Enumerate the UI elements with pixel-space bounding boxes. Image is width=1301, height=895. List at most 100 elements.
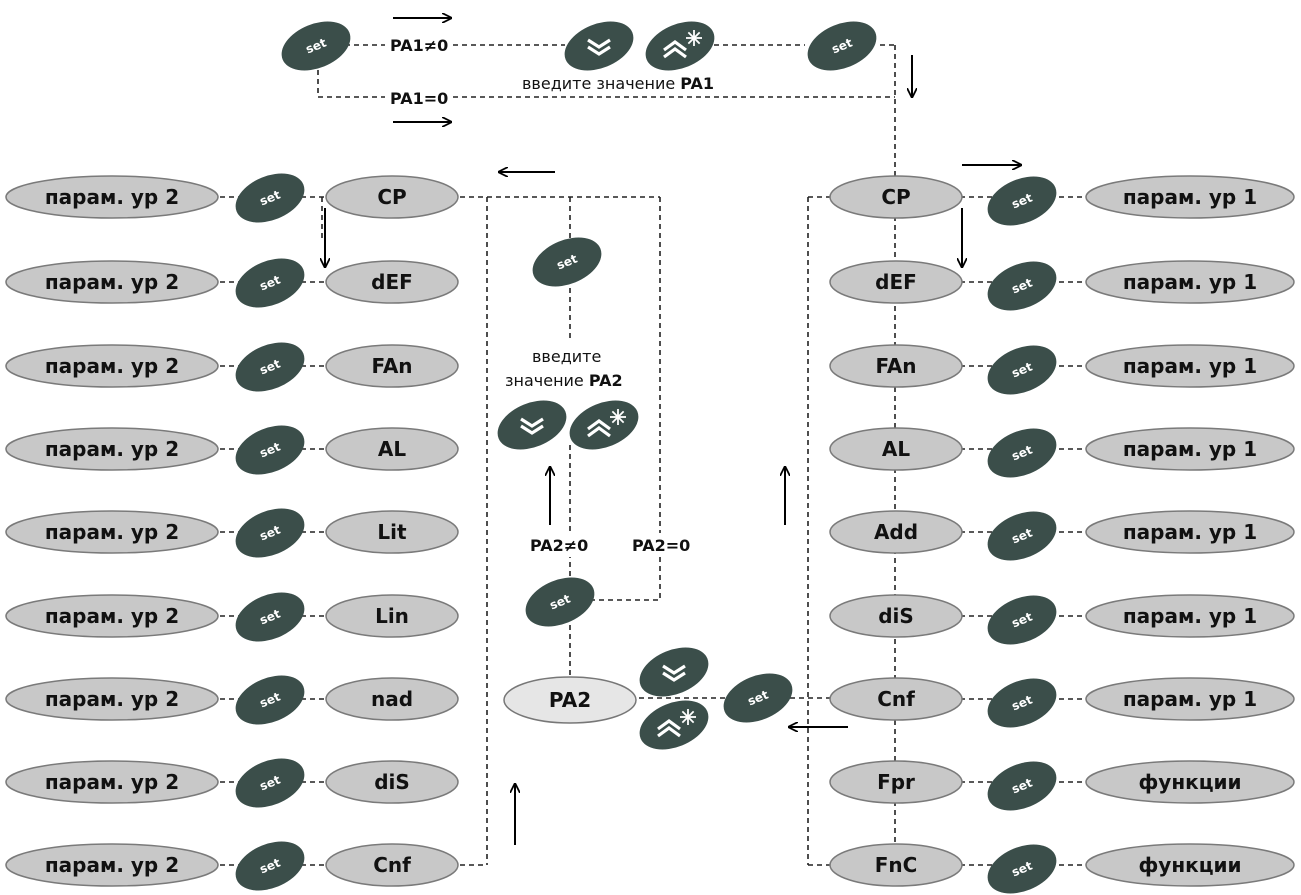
right-target-8[interactable]: функции: [1085, 843, 1295, 887]
pa2-node-label: PA2: [549, 688, 591, 712]
left-param-level2-5-label: парам. ур 2: [45, 604, 179, 628]
left-param-level2-3[interactable]: парам. ур 2: [5, 427, 219, 471]
left-set-button-1[interactable]: set: [228, 249, 311, 317]
right-set-button-6[interactable]: set: [980, 669, 1063, 737]
left-set-button-7[interactable]: set: [228, 749, 311, 817]
right-set-button-1[interactable]: set: [980, 252, 1063, 320]
top-set-button-confirm[interactable]: set: [800, 12, 883, 80]
right-item-al[interactable]: AL: [829, 427, 963, 471]
right-item-add[interactable]: Add: [829, 510, 963, 554]
pa1-zero-label: PA1=0: [390, 89, 448, 108]
pa2-up-button[interactable]: [632, 691, 715, 759]
left-item-cp-label: CP: [377, 185, 406, 209]
right-item-def-label: dEF: [875, 270, 917, 294]
enter-pa2-line1: введите: [532, 347, 601, 366]
pa2-not-zero-label: PA2≠0: [530, 536, 588, 555]
right-set-button-3[interactable]: set: [980, 419, 1063, 487]
right-set-button-5[interactable]: set: [980, 586, 1063, 654]
right-target-5[interactable]: парам. ур 1: [1085, 594, 1295, 638]
right-set-button-4[interactable]: set: [980, 502, 1063, 570]
pa1-not-zero-label: PA1≠0: [390, 36, 448, 55]
left-item-def-label: dEF: [371, 270, 413, 294]
left-param-level2-1[interactable]: парам. ур 2: [5, 260, 219, 304]
left-item-lit[interactable]: Lit: [325, 510, 459, 554]
right-target-8-label: функции: [1138, 853, 1241, 877]
left-param-level2-8[interactable]: парам. ур 2: [5, 843, 219, 887]
left-param-level2-2-label: парам. ур 2: [45, 354, 179, 378]
center-up-button[interactable]: [562, 391, 645, 459]
left-item-dis[interactable]: diS: [325, 760, 459, 804]
left-item-al[interactable]: AL: [325, 427, 459, 471]
right-item-def[interactable]: dEF: [829, 260, 963, 304]
right-target-0-label: парам. ур 1: [1123, 185, 1257, 209]
right-item-fan[interactable]: FAn: [829, 344, 963, 388]
right-item-dis-label: diS: [878, 604, 914, 628]
top-down-button[interactable]: [557, 12, 640, 80]
right-set-button-8[interactable]: set: [980, 835, 1063, 895]
center-down-button[interactable]: [490, 391, 573, 459]
right-item-add-label: Add: [874, 520, 918, 544]
left-set-button-2[interactable]: set: [228, 333, 311, 401]
left-param-level2-6[interactable]: парам. ур 2: [5, 677, 219, 721]
chevron-down-icon: [662, 664, 686, 682]
top-up-button[interactable]: [638, 12, 721, 80]
chevron-up-icon: [657, 719, 681, 738]
left-item-cp[interactable]: CP: [325, 175, 459, 219]
right-target-4-label: парам. ур 1: [1123, 520, 1257, 544]
right-target-0[interactable]: парам. ур 1: [1085, 175, 1295, 219]
left-set-button-8[interactable]: set: [228, 832, 311, 895]
right-target-6[interactable]: парам. ур 1: [1085, 677, 1295, 721]
right-item-dis[interactable]: diS: [829, 594, 963, 638]
right-set-button-0[interactable]: set: [980, 167, 1063, 235]
left-item-nad-label: nad: [371, 687, 413, 711]
right-item-fpr[interactable]: Fpr: [829, 760, 963, 804]
right-item-fnc[interactable]: FnC: [829, 843, 963, 887]
chevron-up-icon: [663, 40, 687, 59]
left-param-level2-4-label: парам. ур 2: [45, 520, 179, 544]
left-item-dis-label: diS: [374, 770, 410, 794]
left-param-level2-7[interactable]: парам. ур 2: [5, 760, 219, 804]
right-target-3[interactable]: парам. ур 1: [1085, 427, 1295, 471]
right-target-2[interactable]: парам. ур 1: [1085, 344, 1295, 388]
pa2-down-button[interactable]: [632, 638, 715, 706]
left-param-level2-7-label: парам. ур 2: [45, 770, 179, 794]
left-set-button-4[interactable]: set: [228, 499, 311, 567]
snowflake-icon: [686, 30, 702, 46]
right-target-4[interactable]: парам. ур 1: [1085, 510, 1295, 554]
left-item-fan[interactable]: FAn: [325, 344, 459, 388]
top-set-button-start[interactable]: set: [274, 12, 357, 80]
left-item-al-label: AL: [378, 437, 406, 461]
right-item-cnf[interactable]: Cnf: [829, 677, 963, 721]
pa2-node[interactable]: PA2: [503, 676, 637, 724]
left-item-nad[interactable]: nad: [325, 677, 459, 721]
pa2-set-button[interactable]: set: [716, 664, 799, 732]
right-set-button-7[interactable]: set: [980, 752, 1063, 820]
left-param-level2-5[interactable]: парам. ур 2: [5, 594, 219, 638]
right-target-7[interactable]: функции: [1085, 760, 1295, 804]
left-set-button-5[interactable]: set: [228, 583, 311, 651]
left-set-button-3[interactable]: set: [228, 416, 311, 484]
left-set-button-6[interactable]: set: [228, 666, 311, 734]
left-param-level2-2[interactable]: парам. ур 2: [5, 344, 219, 388]
right-target-1[interactable]: парам. ур 1: [1085, 260, 1295, 304]
center-set-button-pa2[interactable]: set: [518, 568, 601, 636]
left-param-level2-6-label: парам. ур 2: [45, 687, 179, 711]
right-item-cp[interactable]: CP: [829, 175, 963, 219]
right-target-6-label: парам. ур 1: [1123, 687, 1257, 711]
right-set-button-2[interactable]: set: [980, 336, 1063, 404]
left-item-cnf[interactable]: Cnf: [325, 843, 459, 887]
direction-arrows: [325, 18, 1020, 845]
left-param-level2-1-label: парам. ур 2: [45, 270, 179, 294]
left-item-def[interactable]: dEF: [325, 260, 459, 304]
left-param-level2-8-label: парам. ур 2: [45, 853, 179, 877]
left-set-button-0[interactable]: set: [228, 164, 311, 232]
enter-pa2-line2: значение PA2: [505, 371, 623, 390]
left-param-level2-4[interactable]: парам. ур 2: [5, 510, 219, 554]
left-item-lin[interactable]: Lin: [325, 594, 459, 638]
center-set-button-top[interactable]: set: [525, 228, 608, 296]
right-target-1-label: парам. ур 1: [1123, 270, 1257, 294]
right-item-fnc-label: FnC: [875, 853, 918, 877]
left-param-level2-0[interactable]: парам. ур 2: [5, 175, 219, 219]
